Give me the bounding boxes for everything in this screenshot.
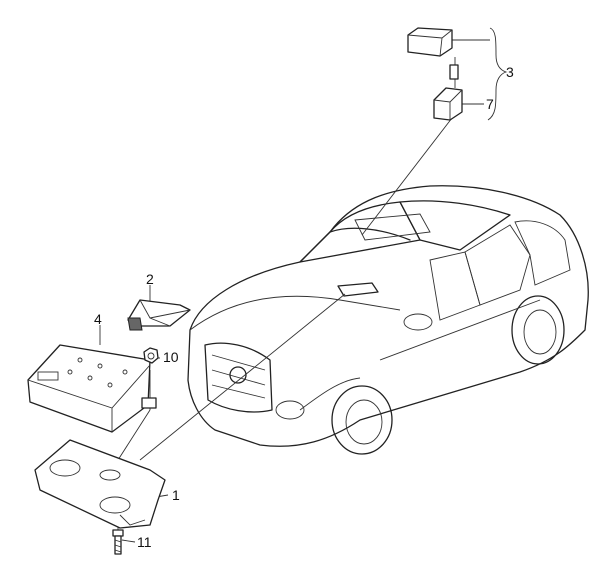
callout-3: 3 [506,64,514,80]
callout-1: 1 [172,487,180,503]
callout-2: 2 [146,271,154,287]
part-1-bracket [34,439,166,529]
part-3-antenna-module [407,27,459,80]
callout-10: 10 [163,349,179,365]
callout-4: 4 [94,311,102,327]
part-7-connector [433,87,463,121]
part-10-nut [143,347,159,364]
callout-11: 11 [137,534,152,550]
part-4-control-unit [27,344,157,433]
callout-7: 7 [486,96,494,112]
part-11-bolt [112,529,124,555]
vehicle-outline [187,185,589,455]
part-2-sensor [127,299,191,331]
